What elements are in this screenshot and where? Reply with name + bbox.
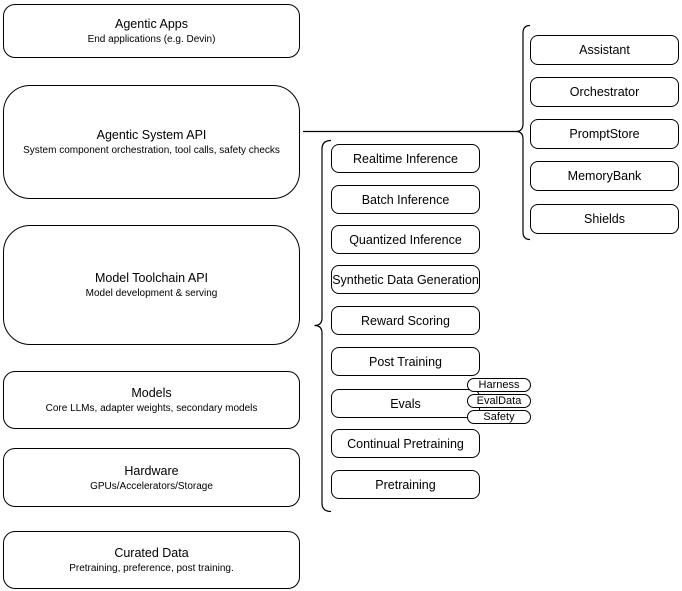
pill-harness: Harness (467, 378, 531, 392)
node-title: Models (131, 386, 172, 400)
node-subtitle: Model development & serving (85, 288, 218, 299)
node-subtitle: Core LLMs, adapter weights, secondary mo… (45, 403, 258, 414)
node-shields: Shields (530, 204, 679, 234)
node-hardware: Hardware GPUs/Accelerators/Storage (3, 448, 300, 507)
node-post-training: Post Training (331, 347, 480, 376)
node-orchestrator: Orchestrator (530, 77, 679, 107)
node-realtime-inference: Realtime Inference (331, 144, 480, 173)
pill-safety: Safety (467, 410, 531, 424)
node-curated-data: Curated Data Pretraining, preference, po… (3, 531, 300, 589)
node-promptstore: PromptStore (530, 119, 679, 149)
node-title: Model Toolchain API (94, 271, 209, 285)
node-quantized-inference: Quantized Inference (331, 225, 480, 254)
system-bracket (515, 24, 531, 241)
node-pretraining: Pretraining (331, 470, 480, 499)
node-model-toolchain-api: Model Toolchain API Model development & … (3, 225, 300, 345)
node-subtitle: End applications (e.g. Devin) (87, 34, 216, 45)
node-continual-pretraining: Continual Pretraining (331, 429, 480, 458)
node-memorybank: MemoryBank (530, 161, 679, 191)
node-synthetic-data-generation: Synthetic Data Generation (331, 265, 480, 294)
node-title: Curated Data (114, 546, 189, 560)
node-subtitle: Pretraining, preference, post training. (69, 563, 234, 574)
pill-evaldata: EvalData (467, 394, 531, 408)
node-subtitle: System component orchestration, tool cal… (23, 145, 280, 156)
node-title: Agentic System API (96, 128, 207, 142)
toolchain-bracket (314, 139, 332, 513)
node-evals: Evals (331, 389, 480, 418)
node-batch-inference: Batch Inference (331, 185, 480, 214)
node-title: Agentic Apps (115, 17, 188, 31)
node-agentic-apps: Agentic Apps End applications (e.g. Devi… (3, 4, 300, 58)
node-title: Hardware (124, 463, 179, 478)
node-agentic-system-api: Agentic System API System component orch… (3, 85, 300, 199)
node-reward-scoring: Reward Scoring (331, 306, 480, 335)
node-subtitle: GPUs/Accelerators/Storage (90, 480, 213, 492)
node-models: Models Core LLMs, adapter weights, secon… (3, 371, 300, 429)
node-assistant: Assistant (530, 35, 679, 65)
